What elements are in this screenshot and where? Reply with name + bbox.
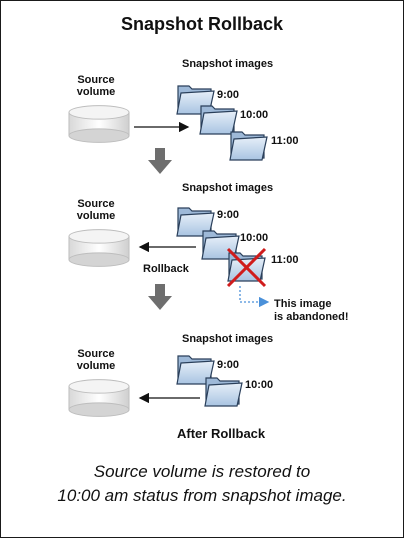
stage3-source-line2: volume (76, 360, 116, 372)
stage1-source-disk (68, 105, 130, 143)
stage2-time-11: 11:00 (271, 254, 299, 266)
stage1-time-11: 11:00 (271, 135, 299, 147)
rollback-label: Rollback (143, 263, 189, 275)
stage2-source-line2: volume (76, 210, 116, 222)
stage1-source-line2: volume (76, 86, 116, 98)
abandon-dotted-arrow (239, 286, 270, 308)
stage1-time-9: 9:00 (217, 89, 240, 101)
stage3-time-10: 10:00 (245, 379, 274, 391)
stage3-images-label: Snapshot images (182, 333, 274, 345)
down-arrow-icon-1 (148, 148, 172, 174)
abandon-note-line2: is abandoned! (274, 311, 349, 323)
stage3-folder-icon-10 (204, 377, 243, 407)
stage2-time-10: 10:00 (240, 232, 269, 244)
stage1-folder-icon-11 (229, 131, 268, 161)
stage3-time-9: 9:00 (217, 359, 240, 371)
stage2-source-disk (68, 229, 130, 267)
stage1-source-line1: Source (77, 74, 115, 86)
stage2-time-9: 9:00 (217, 209, 240, 221)
stage3-source-label: Source volume (66, 348, 126, 372)
stage1-images-label: Snapshot images (182, 58, 274, 70)
diagram-caption: Source volume is restored to 10:00 am st… (0, 460, 404, 508)
diagram-title: Snapshot Rollback (120, 14, 284, 34)
stage1-source-label: Source volume (66, 74, 126, 98)
abandon-note-line1: This image (274, 298, 332, 310)
stage2-source-label: Source volume (66, 198, 126, 222)
abandon-x-icon (226, 247, 267, 288)
stage3-source-line1: Source (77, 348, 115, 360)
stage1-time-10: 10:00 (240, 109, 269, 121)
stage2-images-label: Snapshot images (182, 182, 274, 194)
stage1-folder-icon-10 (199, 105, 238, 135)
caption-line2: 10:00 am status from snapshot image. (57, 486, 347, 505)
after-rollback-label: After Rollback (177, 426, 266, 441)
abandon-note: This image is abandoned! (274, 298, 349, 324)
down-arrow-icon-2 (148, 284, 172, 310)
caption-line1: Source volume is restored to (93, 462, 311, 481)
stage3-source-disk (68, 379, 130, 417)
stage2-source-line1: Source (77, 198, 115, 210)
